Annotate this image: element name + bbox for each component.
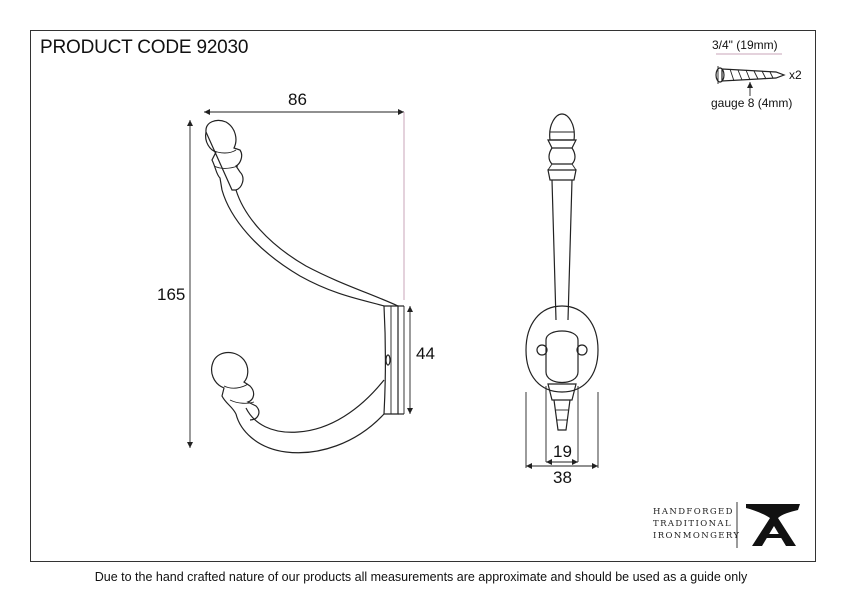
- label-width: 86: [288, 90, 307, 109]
- label-height: 165: [157, 285, 186, 304]
- brand-text: HANDFORGED TRADITIONAL IRONMONGERY: [653, 506, 740, 542]
- dimension-height: [187, 120, 193, 448]
- product-code: PRODUCT CODE 92030: [40, 37, 249, 58]
- label-plate-height: 44: [416, 344, 435, 363]
- screw-quantity: x2: [789, 68, 802, 82]
- screw-gauge: gauge 8 (4mm): [711, 96, 793, 110]
- dimension-plate-width: [525, 392, 599, 469]
- brand-line-3: IRONMONGERY: [653, 531, 741, 541]
- anvil-logo: [746, 504, 800, 546]
- label-inner-width: 19: [553, 442, 572, 461]
- drawing-frame: [30, 30, 816, 562]
- footer-disclaimer: Due to the hand crafted nature of our pr…: [94, 570, 748, 584]
- brand-logo: [736, 502, 800, 548]
- dimension-plate-height: [407, 306, 413, 414]
- dimension-width: [204, 109, 405, 300]
- hook-front-view: [525, 113, 599, 431]
- hook-side-view: [205, 119, 405, 454]
- screw-diagram: [715, 53, 786, 96]
- brand-line-2: TRADITIONAL: [653, 519, 732, 529]
- dimension-inner-width: [545, 386, 579, 465]
- label-plate-width: 38: [553, 468, 572, 487]
- screw-length: 3/4" (19mm): [712, 38, 778, 52]
- brand-line-1: HANDFORGED: [653, 507, 734, 517]
